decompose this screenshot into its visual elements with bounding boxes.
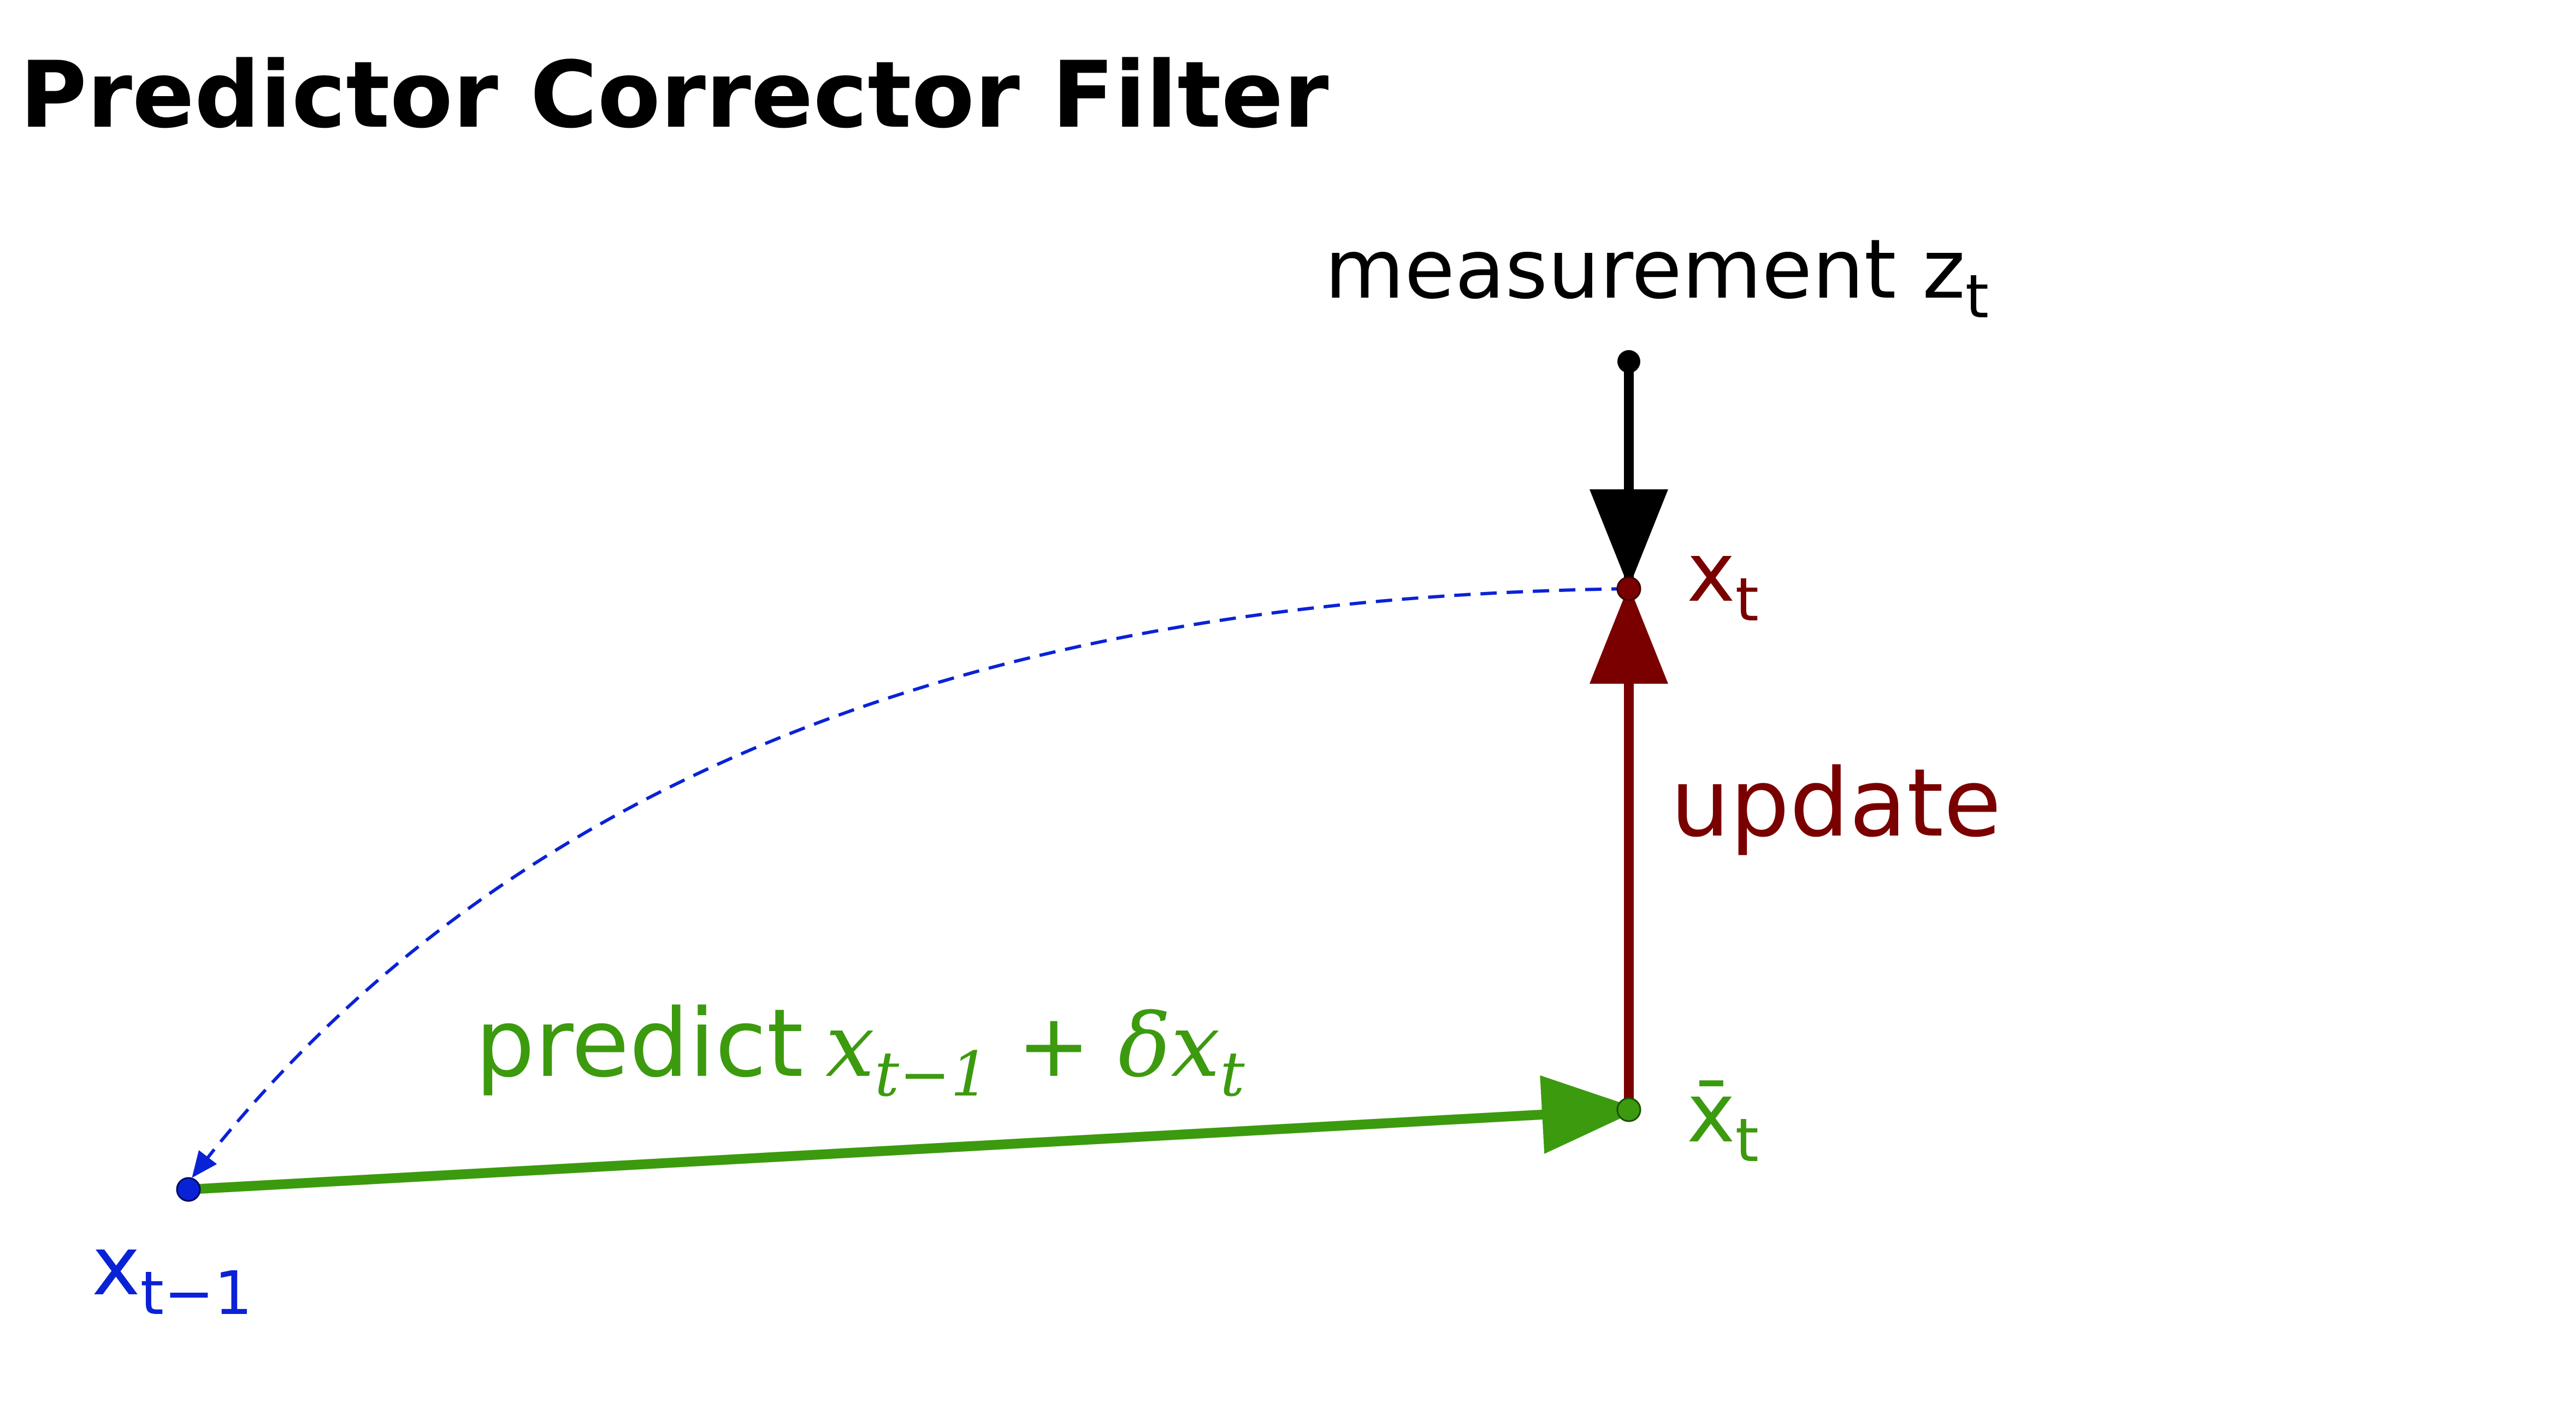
predict-formula-delta: δx [1118, 994, 1220, 1097]
predict-formula-sub2: t [1220, 1039, 1245, 1110]
measurement-label-var: z [1922, 222, 1965, 317]
predicted-state-var: x̄ [1687, 1066, 1735, 1161]
previous-state-var: x [92, 1219, 140, 1314]
predict-formula-sub1: t−1 [875, 1039, 989, 1110]
measurement-label: measurement zt [1325, 222, 1989, 331]
updated-state-sub: t [1735, 565, 1759, 635]
predict-arrow [188, 1075, 1640, 1194]
measurement-label-text: measurement [1325, 222, 1922, 317]
update-label: update [1670, 748, 2001, 858]
measurement-label-sub: t [1965, 262, 1989, 331]
return-arc [192, 587, 1628, 1178]
updated-state-node [1616, 576, 1641, 601]
predict-formula-plus: + [989, 994, 1118, 1097]
previous-state-sub: t−1 [140, 1258, 252, 1328]
predict-formula-x: x [825, 994, 875, 1097]
updated-state-label: xt [1687, 525, 1759, 635]
predicted-state-label: x̄t [1687, 1066, 1759, 1175]
updated-state-var: x [1687, 525, 1735, 620]
measurement-node [1617, 350, 1640, 373]
previous-state-node [176, 1177, 201, 1202]
predicted-state-node [1616, 1097, 1641, 1122]
predict-label-text: predict [475, 988, 803, 1098]
previous-state-label: xt−1 [92, 1219, 252, 1328]
page-title: Predictor Corrector Filter [20, 42, 1329, 149]
predicted-state-sub: t [1735, 1105, 1759, 1175]
